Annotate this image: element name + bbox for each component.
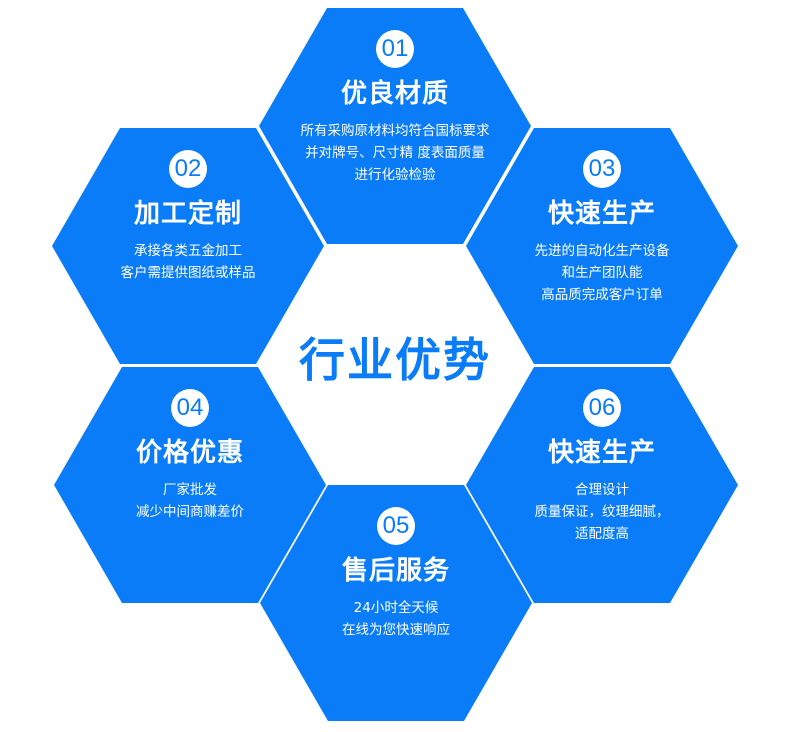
desc-line: 和生产团队能 (561, 265, 643, 281)
number-badge: 04 (171, 389, 209, 427)
desc-line: 所有采购原材料均符合国标要求 (300, 123, 490, 139)
hex-title: 加工定制 (133, 199, 242, 229)
hex-description: 承接各类五金加工 客户需提供图纸或样品 (62, 240, 314, 284)
hex-description: 24小时全天候 在线为您快速响应 (270, 597, 522, 641)
number-badge: 01 (376, 30, 414, 68)
desc-line: 在线为您快速响应 (342, 622, 450, 638)
desc-line: 减少中间商赚差价 (136, 504, 244, 520)
hex-description: 所有采购原材料均符合国标要求 并对牌号、尺寸精 度表面质量 进行化验检验 (269, 120, 521, 186)
hex-title: 价格优惠 (135, 438, 244, 468)
hex-description: 厂家批发 减少中间商赚差价 (64, 479, 316, 523)
number-badge: 06 (583, 389, 621, 427)
hex-description: 先进的自动化生产设备 和生产团队能 高品质完成客户订单 (476, 240, 728, 306)
number-badge: 05 (377, 507, 415, 545)
desc-line: 24小时全天候 (353, 600, 439, 616)
desc-line: 客户需提供图纸或样品 (120, 265, 256, 281)
center-title: 行业优势 (299, 333, 491, 387)
hex-title: 优良材质 (340, 79, 449, 109)
desc-line: 先进的自动化生产设备 (534, 243, 670, 259)
desc-line: 高品质完成客户订单 (541, 287, 663, 303)
desc-line: 适配度高 (575, 526, 629, 542)
desc-line: 并对牌号、尺寸精 度表面质量 (305, 145, 485, 161)
hex-title: 售后服务 (341, 556, 450, 586)
hex-title: 快速生产 (547, 438, 656, 468)
number-badge: 03 (583, 150, 621, 188)
desc-line: 厂家批发 (163, 482, 217, 498)
hex-title: 快速生产 (547, 199, 656, 229)
desc-line: 承接各类五金加工 (134, 243, 242, 259)
hex-card-quality-materials: 01 优良材质 所有采购原材料均符合国标要求 并对牌号、尺寸精 度表面质量 进行… (259, 8, 531, 244)
desc-line: 进行化验检验 (354, 167, 436, 183)
hex-card-custom-processing: 02 加工定制 承接各类五金加工 客户需提供图纸或样品 (52, 128, 324, 364)
hex-description: 合理设计 质量保证，纹理细腻， 适配度高 (476, 479, 728, 545)
desc-line: 合理设计 (575, 482, 629, 498)
number-badge: 02 (169, 150, 207, 188)
desc-line: 质量保证，纹理细腻， (534, 504, 670, 520)
